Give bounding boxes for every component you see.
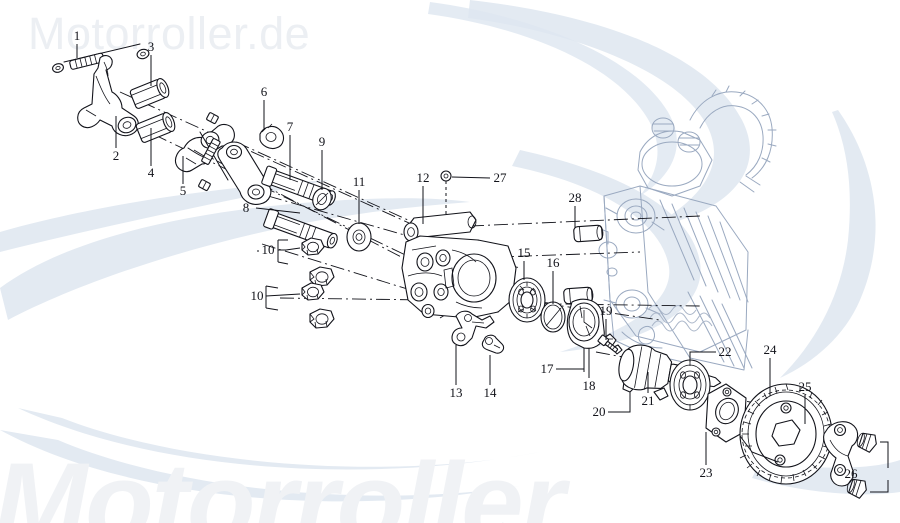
part-22-ball-bearing (669, 359, 711, 411)
callout-4: 4 (147, 165, 155, 180)
callout-3: 3 (147, 39, 155, 54)
part-2-rocker-arm (77, 55, 139, 137)
part-12-camshaft-holder (401, 211, 517, 319)
part-11-washer (346, 222, 372, 252)
part-15-ball-bearing (508, 277, 546, 323)
callout-leader-lines (76, 44, 806, 465)
callout-14: 14 (483, 385, 497, 400)
callout-24: 24 (763, 342, 777, 357)
part-14-pin (481, 334, 505, 354)
callout-15: 15 (517, 245, 531, 260)
watermark-top: Motorroller.de (28, 8, 311, 59)
callout-7: 7 (286, 119, 294, 134)
callout-18: 18 (582, 378, 596, 393)
callout-21: 21 (641, 393, 655, 408)
part-6-cam-follower (259, 123, 285, 150)
callout-16: 16 (546, 255, 560, 270)
callout-6: 6 (260, 84, 268, 99)
part-9-washer (312, 187, 332, 211)
callout-28: 28 (568, 190, 582, 205)
part-3-bushing (129, 77, 170, 109)
callout-26: 26 (844, 466, 858, 481)
callout-2: 2 (112, 148, 120, 163)
callout-20: 20 (592, 404, 606, 419)
callout-9: 9 (318, 134, 326, 149)
part-8-rocker-shaft (263, 208, 338, 249)
callout-13: 13 (449, 385, 463, 400)
watermark-bottom: Motorroller (0, 440, 565, 523)
part-1-adjuster-screw (198, 112, 229, 192)
callout-8: 8 (242, 200, 250, 215)
part-24-cam-sprocket (739, 383, 833, 485)
callout-10-lower: 10 (250, 288, 264, 303)
part-6-link-plate (217, 141, 272, 205)
part-13-decompression-lever (451, 310, 495, 347)
callout-17: 17 (540, 361, 554, 376)
part-17-cam-end-cap (566, 298, 605, 349)
callout-22: 22 (718, 344, 732, 359)
callout-25: 25 (798, 379, 812, 394)
callout-10-upper: 10 (261, 242, 275, 257)
callout-5: 5 (179, 183, 187, 198)
callout-1: 1 (73, 28, 81, 43)
part-23-retainer-plate (705, 383, 747, 443)
part-28-dowel-pins (563, 224, 604, 305)
part-16-seal-ring (540, 301, 566, 333)
callout-19: 19 (599, 303, 613, 318)
part-1-pin-and-washers (52, 43, 150, 73)
callout-23: 23 (699, 465, 713, 480)
callout-27: 27 (493, 170, 507, 185)
part-26-bolts (846, 432, 889, 499)
callout-12: 12 (416, 170, 430, 185)
part-4-bushing (135, 111, 176, 143)
callout-11: 11 (352, 174, 366, 189)
part-27-dowel (440, 170, 452, 214)
part-25-cam-plate (823, 421, 859, 487)
part-10-nuts (301, 237, 335, 329)
